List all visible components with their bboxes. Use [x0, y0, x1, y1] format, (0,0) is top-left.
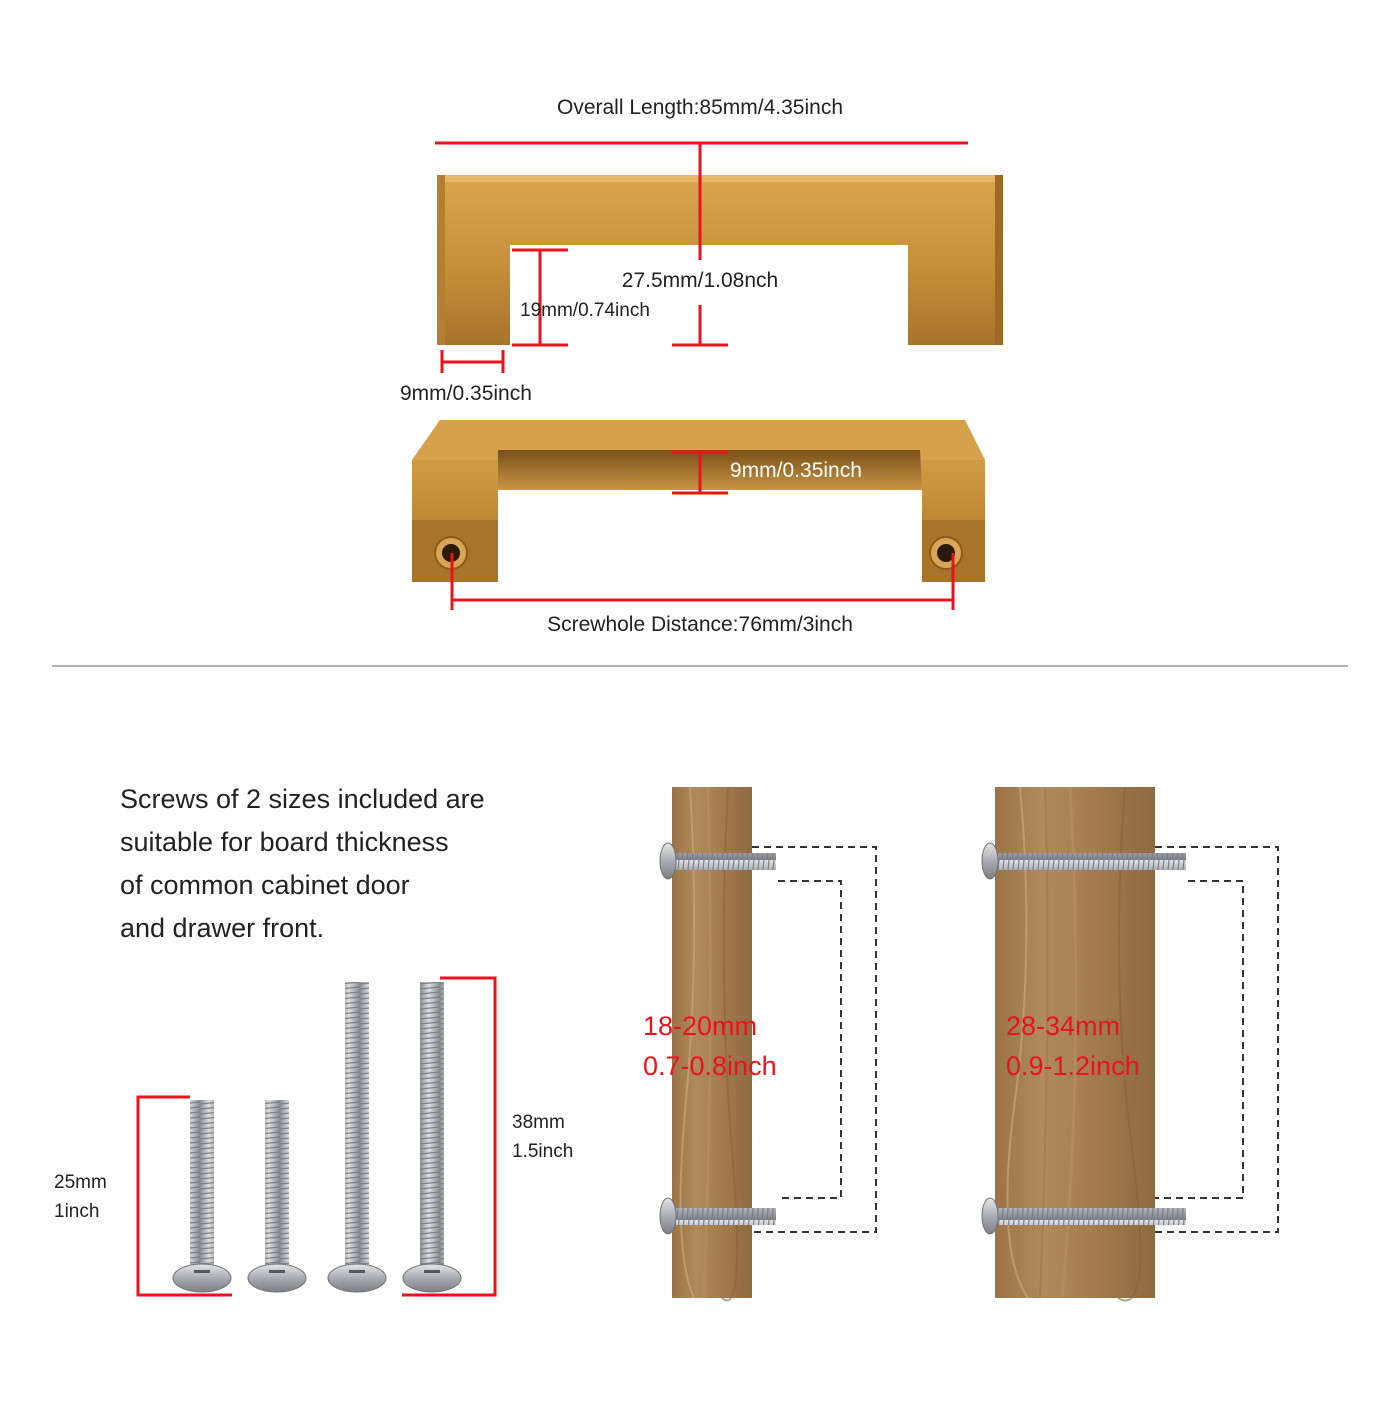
long-screw-length-label: 38mm 1.5inch — [512, 1108, 573, 1166]
leg-height-label: 19mm/0.74inch — [520, 300, 650, 321]
handle-back-view — [412, 420, 985, 582]
description-line: suitable for board thickness — [120, 827, 449, 857]
board-thin-range-label: 18-20mm 0.7-0.8inch — [643, 1006, 777, 1086]
description-line: Screws of 2 sizes included are — [120, 784, 485, 814]
short-screw-bracket — [136, 1095, 232, 1297]
leg-height-dimension — [512, 248, 568, 347]
board-thick-handle-outline-inner — [1155, 880, 1244, 1199]
description-line: of common cabinet door — [120, 870, 410, 900]
short-screw-length-label: 25mm 1inch — [54, 1168, 107, 1226]
overall-length-dimension — [435, 141, 968, 260]
short-screw-mm: 25mm — [54, 1172, 107, 1193]
board-thick-range-inch: 0.9-1.2inch — [1006, 1051, 1140, 1081]
screw-short-2 — [247, 1100, 307, 1293]
overall-length-label: Overall Length:85mm/4.35inch — [557, 96, 843, 119]
board-thin-screw-top — [659, 842, 776, 880]
screw-description: Screws of 2 sizes included are suitable … — [120, 778, 485, 950]
board-thin-handle-outline-outer — [752, 846, 877, 1233]
long-screw-bracket — [402, 976, 497, 1297]
screwhole-distance-dimension — [450, 553, 955, 610]
long-screw-mm: 38mm — [512, 1112, 565, 1133]
inner-height-label: 27.5mm/1.08nch — [621, 269, 779, 292]
leg-width-label: 9mm/0.35inch — [400, 382, 532, 405]
board-thin-range-mm: 18-20mm — [643, 1011, 758, 1041]
board-thin-screw-bottom — [659, 1197, 776, 1235]
board-thick-handle-outline-outer — [1155, 846, 1279, 1233]
board-thick-range-label: 28-34mm 0.9-1.2inch — [1006, 1006, 1140, 1086]
screw-long-1 — [327, 982, 387, 1293]
board-thick-screw-top — [981, 842, 1186, 880]
screw-hole-right — [929, 536, 963, 570]
screwhole-distance-label: Screwhole Distance:76mm/3inch — [547, 613, 853, 636]
board-thick-range-mm: 28-34mm — [1006, 1011, 1121, 1041]
short-screw-inch: 1inch — [54, 1201, 100, 1222]
board-thin-handle-outline-inner — [778, 880, 842, 1199]
screw-short-1 — [172, 1100, 232, 1293]
leg-width-dimension — [440, 350, 505, 373]
bar-thickness-dimension — [672, 450, 728, 495]
description-line: and drawer front. — [120, 913, 325, 943]
handle-side-view — [437, 175, 1003, 345]
long-screw-inch: 1.5inch — [512, 1141, 574, 1162]
inner-height-dimension — [672, 305, 728, 347]
screw-long-2 — [402, 982, 462, 1293]
bar-thickness-label: 9mm/0.35inch — [730, 459, 862, 482]
board-thick-screw-bottom — [981, 1197, 1186, 1235]
board-thin-range-inch: 0.7-0.8inch — [643, 1051, 777, 1081]
